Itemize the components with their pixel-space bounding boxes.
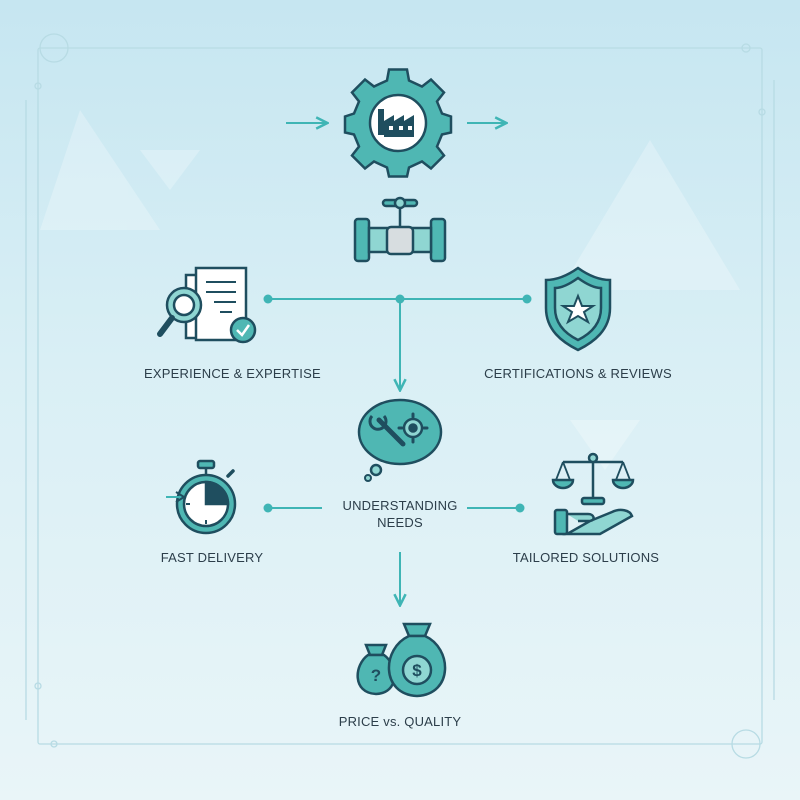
- question-mark-glyph: ?: [371, 666, 381, 685]
- connector-dots: [263, 294, 532, 513]
- decorative-frame: [25, 33, 775, 759]
- magnifier-document-icon: [157, 266, 257, 344]
- factory-gear-icon: [343, 68, 453, 178]
- connectors: [268, 123, 527, 604]
- scales-hand-icon: [551, 452, 635, 536]
- background-triangles: [40, 110, 740, 470]
- shield-star-icon: [544, 266, 612, 352]
- label-certifications-reviews: CERTIFICATIONS & REVIEWS: [484, 366, 672, 381]
- label-price-quality: PRICE vs. QUALITY: [338, 714, 462, 729]
- stopwatch-icon: [166, 459, 237, 535]
- speech-bubble-tools-icon: [357, 398, 443, 482]
- label-tailored-solutions: TAILORED SOLUTIONS: [512, 550, 660, 565]
- dollar-sign-glyph: $: [412, 661, 422, 680]
- money-bags-icon: [356, 622, 447, 698]
- label-understanding-needs: UNDERSTANDING NEEDS: [342, 498, 458, 530]
- label-experience-expertise: EXPERIENCE & EXPERTISE: [144, 366, 321, 381]
- valve-pipe-icon: [353, 196, 447, 263]
- label-fast-delivery: FAST DELIVERY: [160, 550, 264, 565]
